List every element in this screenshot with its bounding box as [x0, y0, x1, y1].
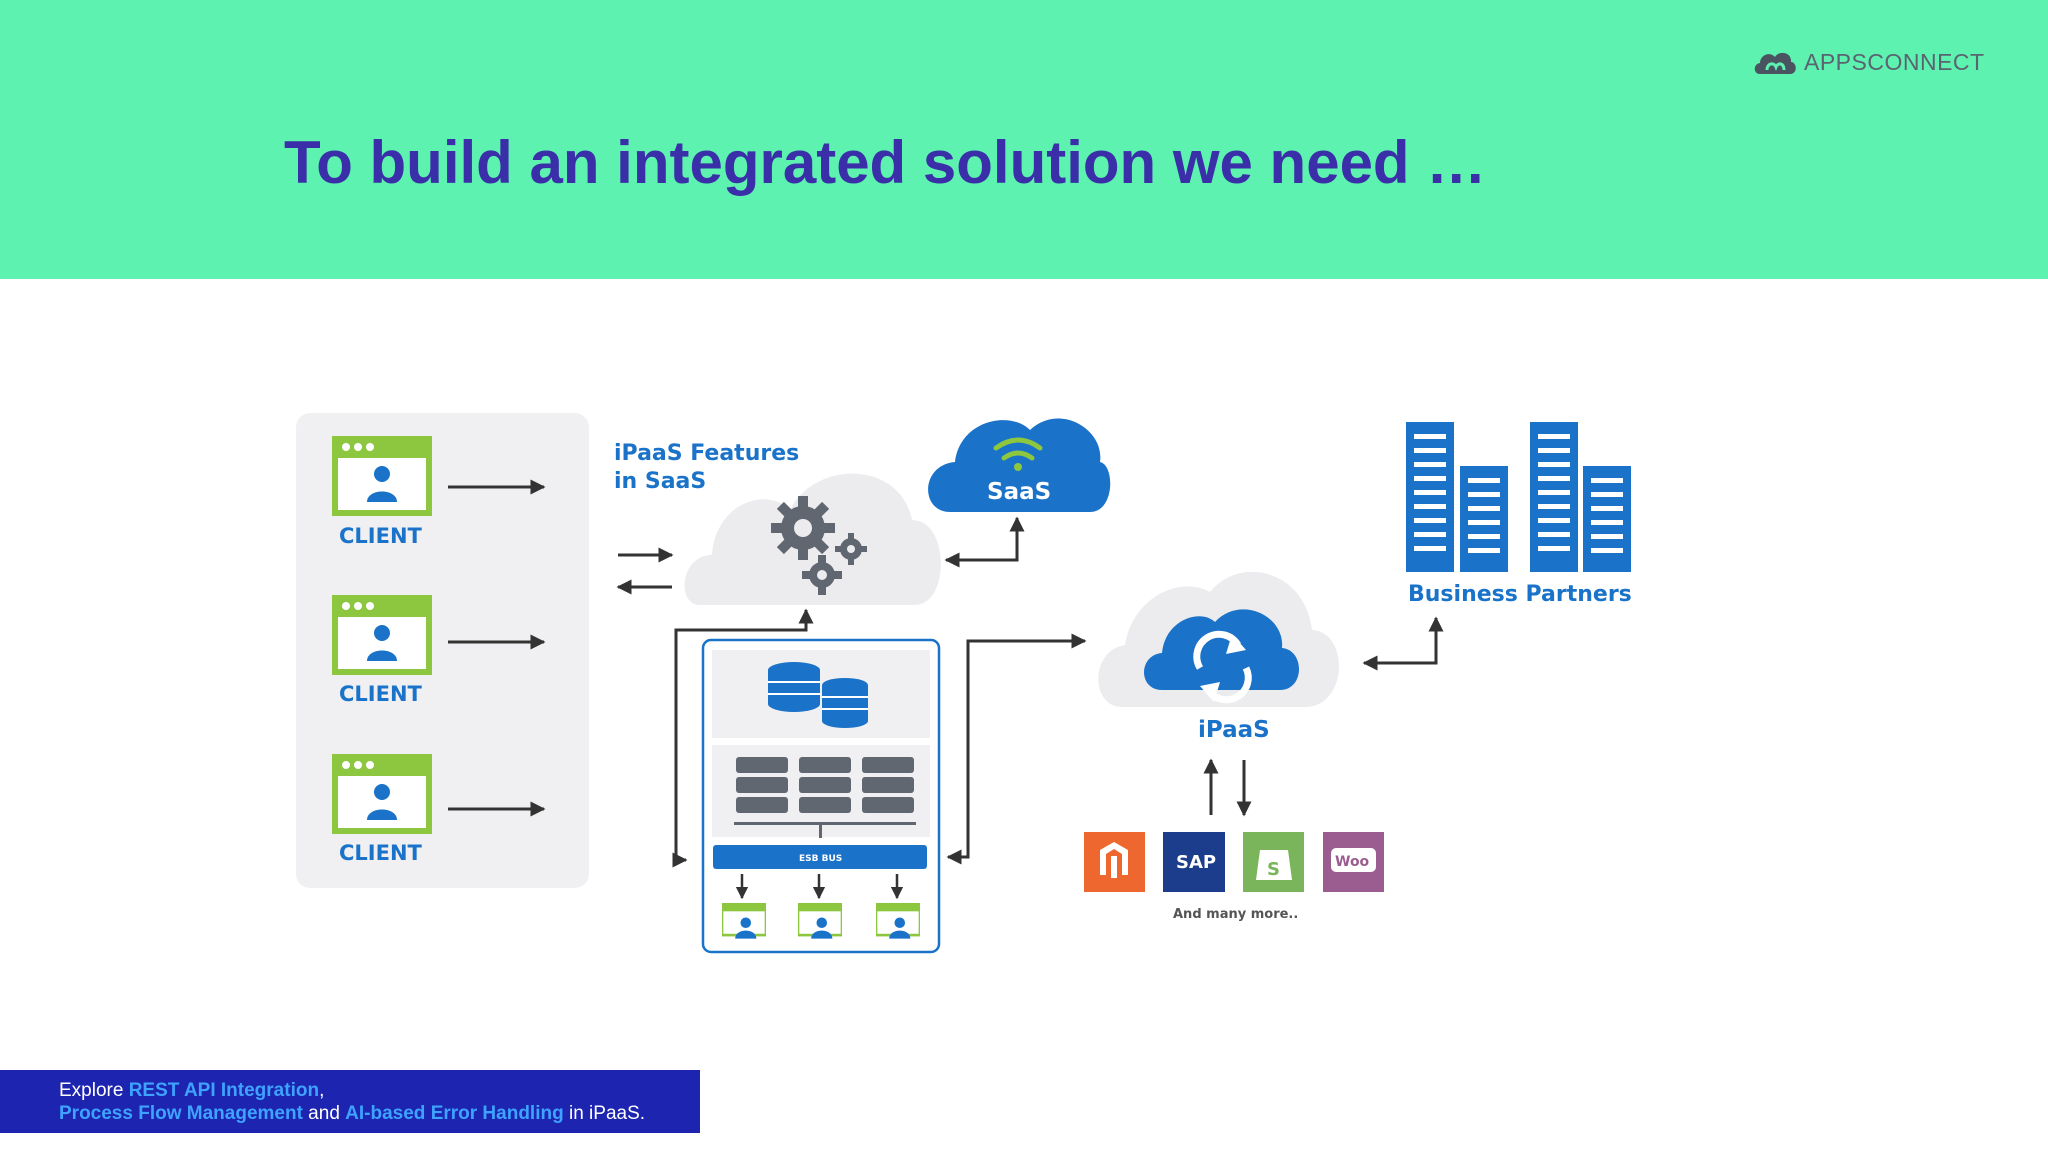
footer-text: ,: [319, 1080, 325, 1101]
ipaas-features-label-2: in SaaS: [614, 469, 706, 494]
esb-bus-label: ESB BUS: [799, 854, 842, 864]
client-label: CLIENT: [339, 682, 423, 706]
ipaas-label: iPaaS: [1198, 717, 1270, 743]
saas-cloud: SaaS: [928, 418, 1111, 512]
brand-name: APPSCONNECT: [1804, 48, 1985, 75]
buildings-icon: [1406, 422, 1631, 572]
header-banner: [0, 0, 2048, 279]
footer-text: Explore: [59, 1080, 129, 1101]
client-3: CLIENT: [332, 754, 546, 865]
ipaas-features-label: iPaaS Features: [614, 441, 799, 466]
footer-text: and: [302, 1103, 346, 1124]
woo-icon: Woo: [1323, 832, 1384, 892]
footer-line-1: Explore REST API Integration,: [59, 1079, 700, 1102]
footer-line-2: Process Flow Management and AI-based Err…: [59, 1102, 700, 1125]
brand-logo: APPSCONNECT: [1752, 44, 1985, 80]
saas-connector: [944, 516, 1025, 568]
and-many-more-label: And many more..: [1173, 907, 1298, 922]
svg-text:S: S: [1267, 859, 1280, 880]
client-label: CLIENT: [339, 524, 423, 548]
magento-icon: [1084, 832, 1145, 892]
footer-text: in iPaaS.: [563, 1103, 646, 1124]
svg-text:Woo: Woo: [1335, 854, 1370, 870]
esb-to-features-connector: [672, 608, 814, 868]
gear-icon: [771, 496, 867, 595]
wifi-icon: [993, 437, 1043, 461]
esb-to-ipaas-connector: [946, 633, 1087, 865]
footer-banner: Explore REST API Integration, Process Fl…: [0, 1070, 700, 1133]
client-label: CLIENT: [339, 841, 423, 865]
cloud-logo-icon: [1754, 52, 1796, 74]
ipaas-cloud: iPaaS: [1098, 571, 1339, 743]
saas-label: SaaS: [987, 479, 1051, 505]
rest-api-integration-link[interactable]: REST API Integration: [128, 1080, 320, 1101]
client-2: CLIENT: [332, 595, 546, 706]
esb-box: ESB BUS: [701, 638, 941, 954]
client-1: CLIENT: [332, 436, 546, 548]
svg-text:SAP: SAP: [1176, 852, 1216, 873]
apps-row: SAP S Woo: [1084, 832, 1384, 892]
sap-icon: SAP: [1163, 832, 1225, 892]
shopify-icon: S: [1243, 832, 1304, 892]
slide-title: To build an integrated solution we need …: [284, 129, 1487, 196]
ai-error-handling-link[interactable]: AI-based Error Handling: [345, 1103, 564, 1124]
business-partners-label: Business Partners: [1408, 582, 1632, 607]
features-cloud: [684, 473, 941, 605]
process-flow-management-link[interactable]: Process Flow Management: [59, 1103, 303, 1124]
partners-connector: [1362, 616, 1444, 671]
